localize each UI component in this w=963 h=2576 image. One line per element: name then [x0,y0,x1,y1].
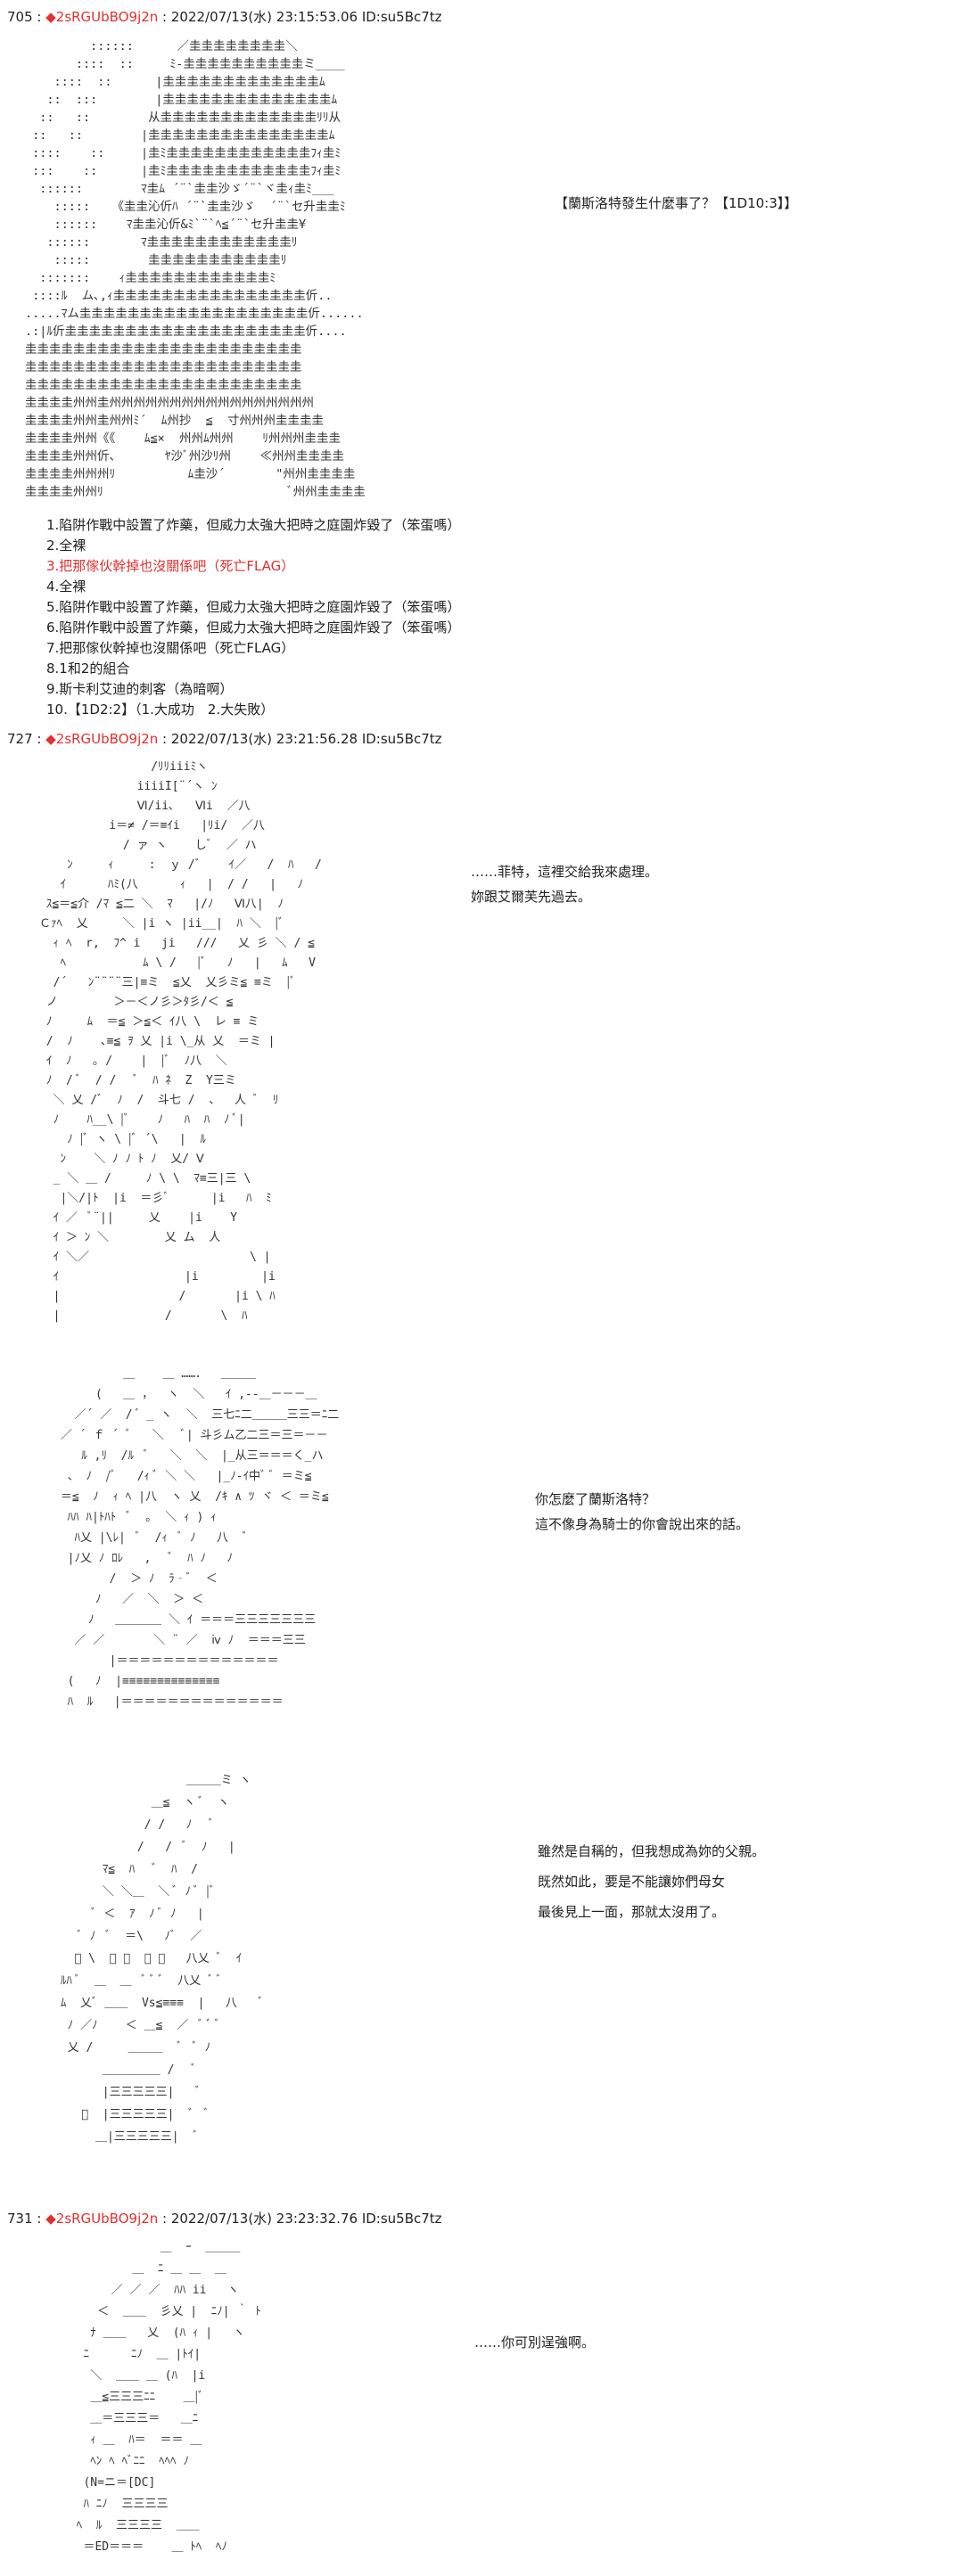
ascii-art-cloaked-figure: ＿＿＿ミ ヽ ＿≦ ヽ ﾞ ヽ / / ﾉ ﾞ / / ﾞ ﾉ | ﾏ≦ ﾊ ﾞ… [60,1774,264,2144]
post-header-727: 727 : ◆2sRGUbBO9j2n : 2022/07/13(水) 23:2… [7,731,442,747]
choice-item-1: 1.陷阱作戰中設置了炸藥，但威力太強大把時之庭園炸毀了（笨蛋嗎） [46,517,461,533]
choice-item-5: 5.陷阱作戰中設置了炸藥，但威力太強大把時之庭園炸毀了（笨蛋嗎） [46,599,461,615]
dialogue-line: 雖然是自稱的，但我想成為妳的父親。 [538,1843,766,1859]
dialogue-block-2: 你怎麼了蘭斯洛特？ 這不像身為騎士的你會說出來的話。 [535,1487,749,1537]
dialogue-line: 你怎麼了蘭斯洛特？ [535,1491,656,1507]
post-number: 727 [7,731,33,747]
dialogue-block-4: ……你可別逞強啊。 [474,2330,595,2355]
ascii-art-girl-closeup: ＿ ｰ ＿＿＿ ＿ ﾆ ＿ ＿ ＿ ／ ／ ／ ﾊﾊ ii ヽ ＜ ＿＿ 彡乂 … [76,2241,261,2554]
dialogue-block-3: 雖然是自稱的，但我想成為妳的父親。 既然如此，要是不能讓妳們母女 最後見上一面，… [538,1836,765,1927]
ascii-art-knight-closeup: :::::: ／圭圭圭圭圭圭圭圭＼ :::: :: ﾐ-圭圭圭圭圭圭圭圭圭圭ミ_… [25,39,366,499]
post-number: 731 [7,2211,33,2227]
choice-item-7: 7.把那傢伙幹掉也沒關係吧（死亡FLAG） [46,640,295,656]
post-number: 705 [7,9,33,25]
choice-item-10: 10.【1D2:2】（1.大成功 2.大失敗） [46,701,275,718]
dialogue-line: ……你可別逞強啊。 [474,2334,596,2350]
post-header-731: 731 : ◆2sRGUbBO9j2n : 2022/07/13(水) 23:2… [7,2211,442,2227]
ascii-art-armored-figure: ＿ ＿ ……． ＿＿＿ ( ＿ ， ヽ ＼ ｲ ,--＿－－－＿ ／´ ／ /´… [60,1367,340,1709]
choice-item-3-selected: 3.把那傢伙幹掉也沒關係吧（死亡FLAG） [46,558,295,574]
choice-item-9: 9.斯卡利艾迪的刺客（為暗啊） [46,681,234,697]
dialogue-line: 妳跟艾爾芙先過去。 [471,889,592,905]
dialogue-line: 既然如此，要是不能讓妳們母女 [538,1874,726,1890]
choice-item-2: 2.全裸 [46,537,86,554]
ascii-art-knight-standing: /ﾘﾘiiiﾐヽ iiiiI[¨´ヽ ﾝ Ⅵ/ii､ Ⅵi ／八 i＝≠ /＝≡… [39,760,322,1323]
diamond-icon: ◆ [45,2211,56,2227]
poster-name[interactable]: 2sRGUbBO9j2n [55,2211,159,2227]
dialogue-block-1: ……菲特，這裡交給我來處理。 妳跟艾爾芙先過去。 [471,859,658,909]
dialogue-line: 這不像身為騎士的你會說出來的話。 [535,1516,750,1532]
poster-name[interactable]: 2sRGUbBO9j2n [55,731,159,747]
post-id: ID:su5Bc7tz [361,2211,442,2227]
post-id: ID:su5Bc7tz [361,9,442,25]
post-datetime: 2022/07/13(水) 23:23:32.76 [170,2211,358,2227]
post-datetime: 2022/07/13(水) 23:15:53.06 [170,9,358,25]
choice-item-8: 8.1和2的組合 [46,660,130,677]
choice-list: 1.陷阱作戰中設置了炸藥，但威力太強大把時之庭園炸毀了（笨蛋嗎） 2.全裸 3.… [46,515,460,720]
choice-item-4: 4.全裸 [46,578,86,595]
post-id: ID:su5Bc7tz [361,731,442,747]
poster-name[interactable]: 2sRGUbBO9j2n [55,9,159,25]
choice-item-6: 6.陷阱作戰中設置了炸藥，但威力太強大把時之庭園炸毀了（笨蛋嗎） [46,619,461,636]
post-datetime: 2022/07/13(水) 23:21:56.28 [170,731,358,747]
diamond-icon: ◆ [45,9,56,25]
dialogue-line: 最後見上一面，那就太沒用了。 [538,1904,726,1920]
diamond-icon: ◆ [45,731,56,747]
post-title: 【蘭斯洛特發生什麼事了？【1D10:3】】 [555,195,798,211]
dialogue-line: ……菲特，這裡交給我來處理。 [471,864,659,880]
post-header-705: 705 : ◆2sRGUbBO9j2n : 2022/07/13(水) 23:1… [7,9,442,25]
